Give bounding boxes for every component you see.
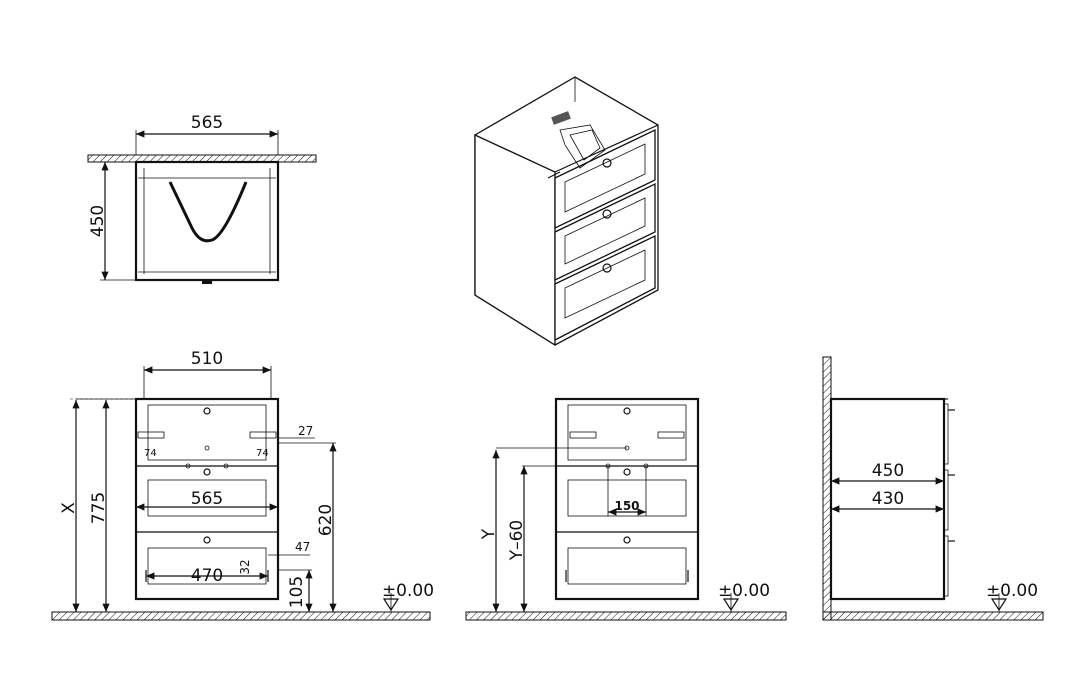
handle-offset-label: 47 (295, 540, 310, 554)
height-label: 775 (89, 492, 109, 524)
y-label: Y (479, 528, 499, 540)
depth-outer-label: 450 (872, 461, 904, 481)
left-inset-label: 74 (144, 448, 157, 459)
middle-cabinet (554, 397, 700, 601)
top-view-cabinet (134, 160, 280, 282)
drawer-3 (554, 234, 656, 342)
floor-side (822, 611, 1044, 621)
isometric-view (474, 76, 659, 347)
front-view: 565 470 510 27 74 74 X 775 620 47 32 (51, 349, 434, 621)
front-cabinet (134, 397, 280, 601)
height-x-label: X (59, 502, 79, 514)
top-view: 565 450 (87, 113, 317, 284)
y-minus-label: Y–60 (507, 520, 527, 562)
knob-1 (602, 158, 612, 168)
handle-height-label: 32 (238, 559, 252, 574)
front-floor-label: ±0.00 (382, 581, 434, 601)
offset-label: 27 (298, 424, 313, 438)
top-depth-label: 450 (88, 205, 108, 237)
depth-inner-label: 430 (872, 489, 904, 509)
siphon-cutout (168, 181, 248, 243)
cabinet-side (474, 133, 556, 347)
hole-spacing-label: 150 (614, 499, 639, 513)
top-width-label: 565 (191, 113, 223, 133)
side-floor-label: ±0.00 (986, 581, 1038, 601)
middle-view: 150 Y Y–60 ±0.00 (465, 397, 787, 621)
plinth-label: 105 (287, 576, 307, 608)
top-height-label: 620 (316, 504, 336, 536)
knob-3 (602, 263, 612, 273)
middle-floor-label: ±0.00 (718, 581, 770, 601)
drawer-2 (554, 182, 656, 282)
bottom-width-label: 470 (191, 566, 223, 586)
drawer-1 (554, 128, 656, 230)
floor-middle (465, 611, 787, 621)
middle-drawer-panel (147, 479, 267, 517)
knob-2 (602, 209, 612, 219)
right-inset-label: 74 (256, 448, 269, 459)
overall-width-label: 510 (191, 349, 223, 369)
floor-front (51, 611, 431, 621)
side-view: 450 430 ±0.00 (822, 356, 1044, 621)
drawer-width-label: 565 (191, 489, 223, 509)
wall (822, 356, 832, 621)
